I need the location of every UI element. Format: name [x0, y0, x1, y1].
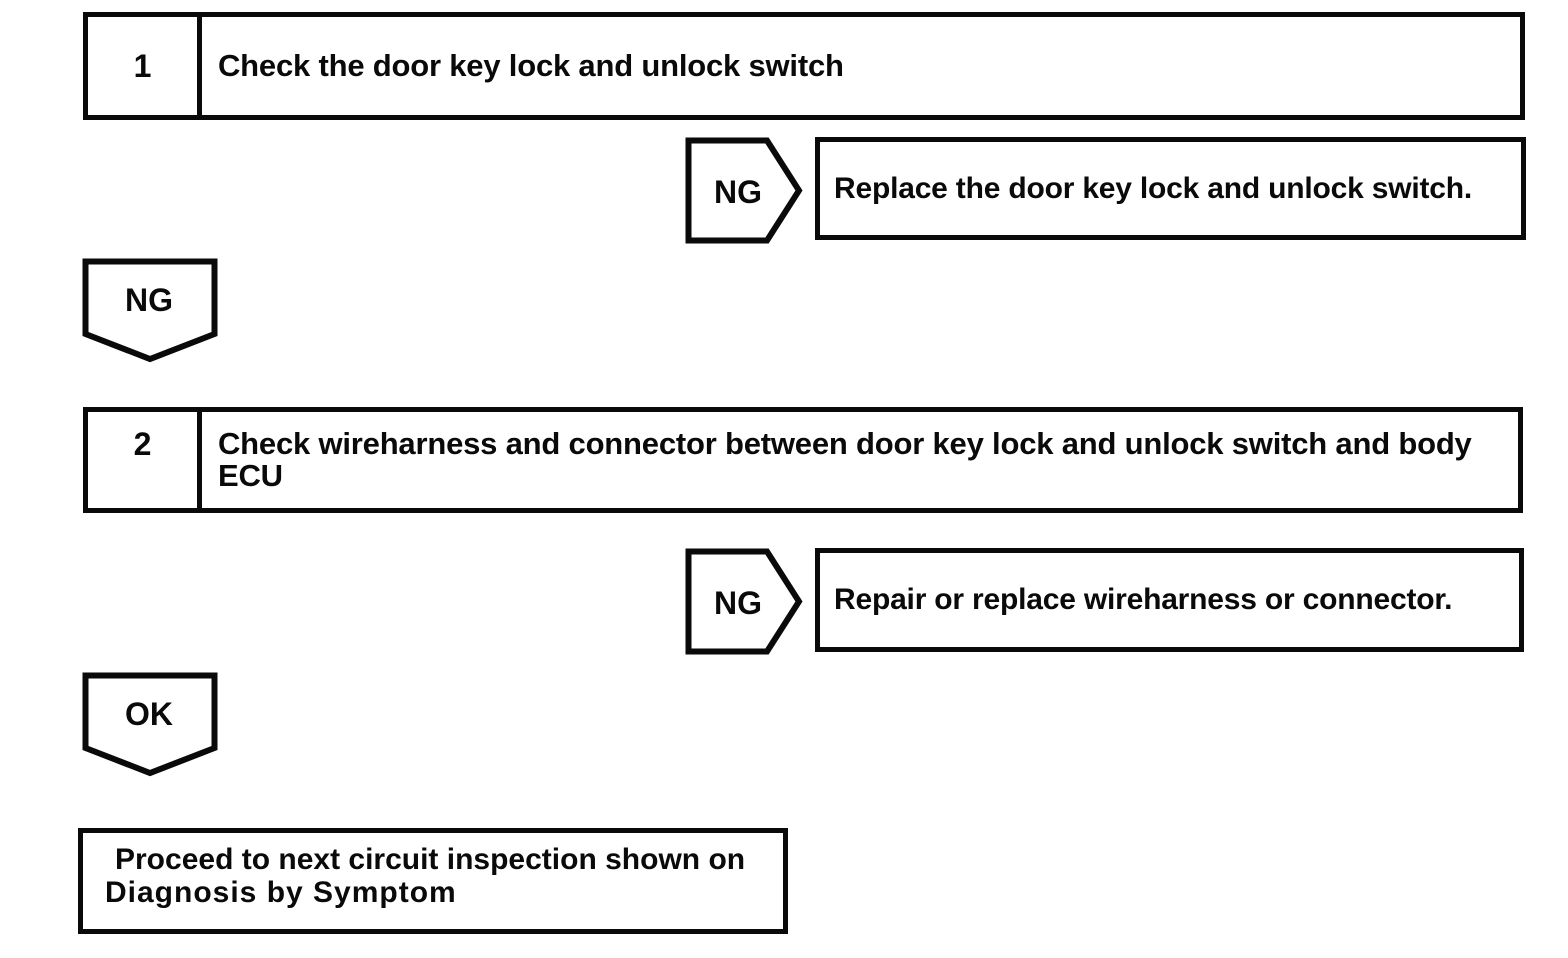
step-1-ng-right-connector: NG: [685, 137, 803, 244]
step-2-number: 2: [88, 412, 202, 508]
step-2-ng-action-text: Repair or replace wireharness or connect…: [834, 583, 1453, 616]
right-pentagon-shape: [685, 137, 803, 244]
terminal-text-line-1: Proceed to next circuit inspection shown…: [115, 843, 746, 876]
step-1-ng-right-label: NG: [714, 174, 762, 210]
terminal-text-line-2: Diagnosis by Symptom: [105, 876, 457, 909]
step-2-ng-right-label: NG: [714, 585, 762, 621]
step-1-ng-action-box: Replace the door key lock and unlock swi…: [815, 137, 1526, 240]
step-2-ng-right-connector: NG: [685, 548, 803, 655]
step-1-title: Check the door key lock and unlock switc…: [218, 48, 844, 83]
step-1-box: 1 Check the door key lock and unlock swi…: [83, 12, 1525, 120]
step-2-ok-down-connector: OK: [82, 672, 218, 777]
terminal-box: Proceed to next circuit inspection shown…: [78, 828, 788, 934]
step-2-box: 2 Check wireharness and connector betwee…: [83, 407, 1523, 513]
right-pentagon-shape: [685, 548, 803, 655]
down-pentagon-shape: [82, 258, 218, 363]
step-1-ng-action-text: Replace the door key lock and unlock swi…: [834, 171, 1473, 205]
step-2-title: Check wireharness and connector between …: [218, 426, 1472, 493]
step-1-ng-down-connector: NG: [82, 258, 218, 363]
step-1-number: 1: [88, 17, 202, 115]
step-2-ng-action-box: Repair or replace wireharness or connect…: [815, 548, 1524, 652]
down-pentagon-shape: [82, 672, 218, 777]
step-2-ok-down-label: OK: [125, 696, 173, 732]
step-1-ng-down-label: NG: [125, 282, 173, 318]
